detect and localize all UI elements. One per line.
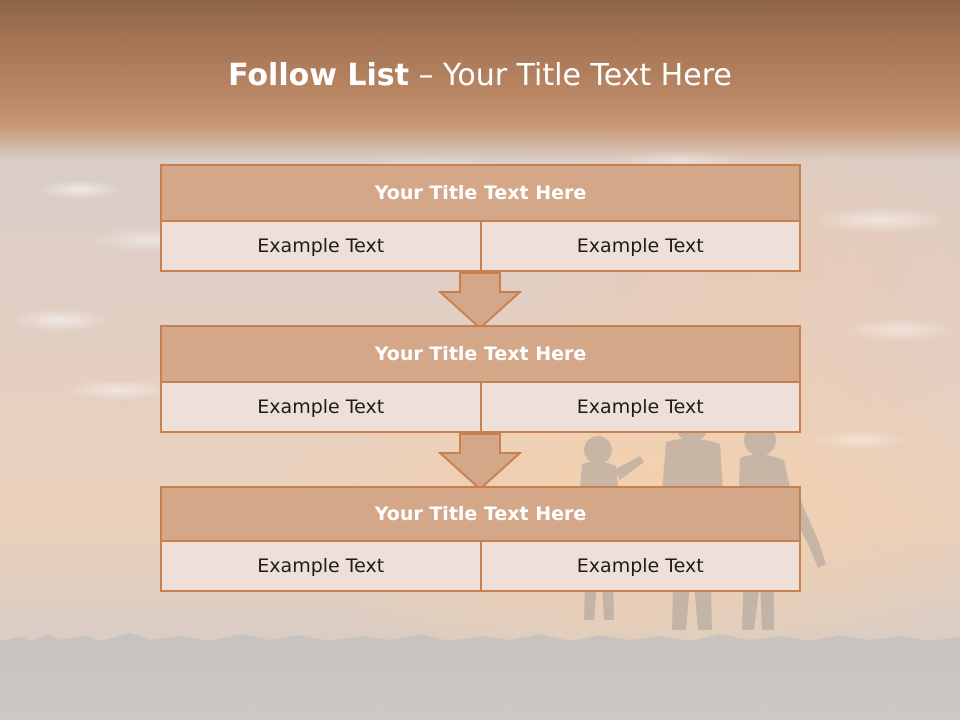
- step-cell-left: Example Text: [160, 222, 482, 272]
- step-row: Example Text Example Text: [160, 222, 801, 272]
- step-title: Your Title Text Here: [160, 164, 801, 222]
- step-cell-right: Example Text: [479, 383, 801, 433]
- step-title: Your Title Text Here: [160, 486, 801, 542]
- step-block-2: Your Title Text Here Example Text Exampl…: [160, 325, 801, 433]
- step-cell-right: Example Text: [479, 222, 801, 272]
- slide-title-rest: – Your Title Text Here: [408, 58, 732, 93]
- step-block-3: Your Title Text Here Example Text Exampl…: [160, 486, 801, 592]
- slide-title: Follow List – Your Title Text Here: [0, 56, 960, 96]
- step-row: Example Text Example Text: [160, 542, 801, 592]
- slide-title-bold: Follow List: [228, 58, 409, 93]
- grass-edge: [0, 633, 960, 648]
- step-block-1: Your Title Text Here Example Text Exampl…: [160, 164, 801, 272]
- down-arrow-icon: [438, 272, 522, 330]
- down-arrow-icon: [438, 433, 522, 491]
- step-cell-right: Example Text: [479, 542, 801, 592]
- step-title: Your Title Text Here: [160, 325, 801, 383]
- header-band: [0, 0, 960, 160]
- step-cell-left: Example Text: [160, 542, 482, 592]
- step-cell-left: Example Text: [160, 383, 482, 433]
- step-row: Example Text Example Text: [160, 383, 801, 433]
- grass-ground: [0, 640, 960, 720]
